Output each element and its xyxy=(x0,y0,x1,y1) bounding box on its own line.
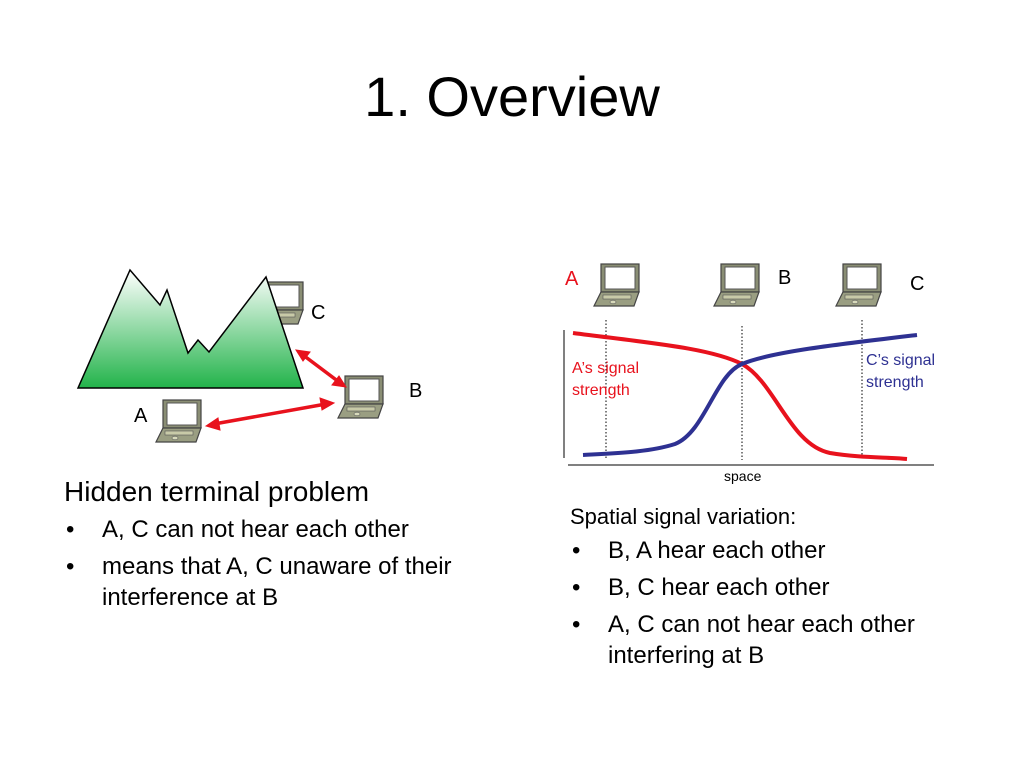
laptop-icon-b-left xyxy=(337,375,384,419)
laptop-icon-b-right xyxy=(713,263,760,307)
hidden-terminal-bullets: A, C can not hear each other means that … xyxy=(64,514,484,619)
slide-title: 1. Overview xyxy=(364,65,660,128)
spatial-variation-bullets: B, A hear each other B, C hear each othe… xyxy=(570,535,1010,677)
list-item: A, C can not hear each other interfering… xyxy=(570,609,1010,671)
a-signal-curve xyxy=(572,331,908,461)
x-axis-label: space xyxy=(724,468,762,484)
mountain-obstacle xyxy=(76,268,305,389)
label-b-right: B xyxy=(778,267,792,289)
laptop-icon-a-left xyxy=(155,399,202,443)
c-signal-curve xyxy=(582,333,918,457)
laptop-icon-a-right xyxy=(593,263,640,307)
label-b-left: B xyxy=(409,380,423,402)
arrow-a-b xyxy=(204,397,336,431)
list-item: B, A hear each other xyxy=(570,535,1010,566)
spatial-variation-heading: Spatial signal variation: xyxy=(570,504,797,529)
label-c-left: C xyxy=(311,302,326,324)
a-signal-label: A’s signal strength xyxy=(572,360,639,399)
c-signal-label: C’s signal strength xyxy=(866,352,936,391)
list-item: B, C hear each other xyxy=(570,572,1010,603)
label-c-right: C xyxy=(910,273,925,295)
label-a-right: A xyxy=(565,268,579,290)
list-item: A, C can not hear each other xyxy=(64,514,484,545)
laptop-icon-c-right xyxy=(835,263,882,307)
list-item: means that A, C unaware of their interfe… xyxy=(64,551,484,613)
hidden-terminal-heading: Hidden terminal problem xyxy=(64,476,370,507)
arrow-c-b xyxy=(294,349,348,388)
label-a-left: A xyxy=(134,405,148,427)
